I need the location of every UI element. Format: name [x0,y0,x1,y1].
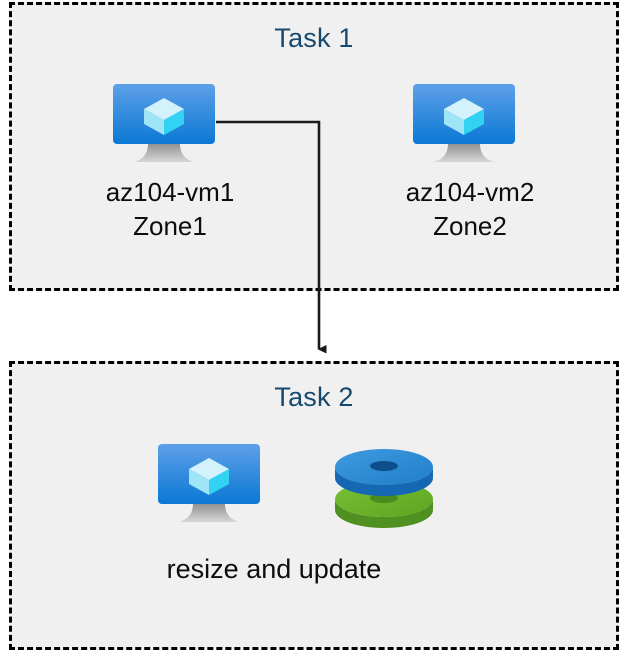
task2-title: Task 2 [274,382,354,412]
virtual-machine-icon [412,83,516,171]
az104-vm1-label: az104-vm1 Zone1 [105,177,235,242]
disks-icon [333,443,435,531]
virtual-machine-icon [112,83,216,171]
task2-action-label: resize and update [166,554,382,584]
az104-vm2-label: az104-vm2 Zone2 [405,177,535,242]
task1-title: Task 1 [274,23,354,53]
task2-container [9,361,619,650]
virtual-machine-icon [157,443,261,531]
